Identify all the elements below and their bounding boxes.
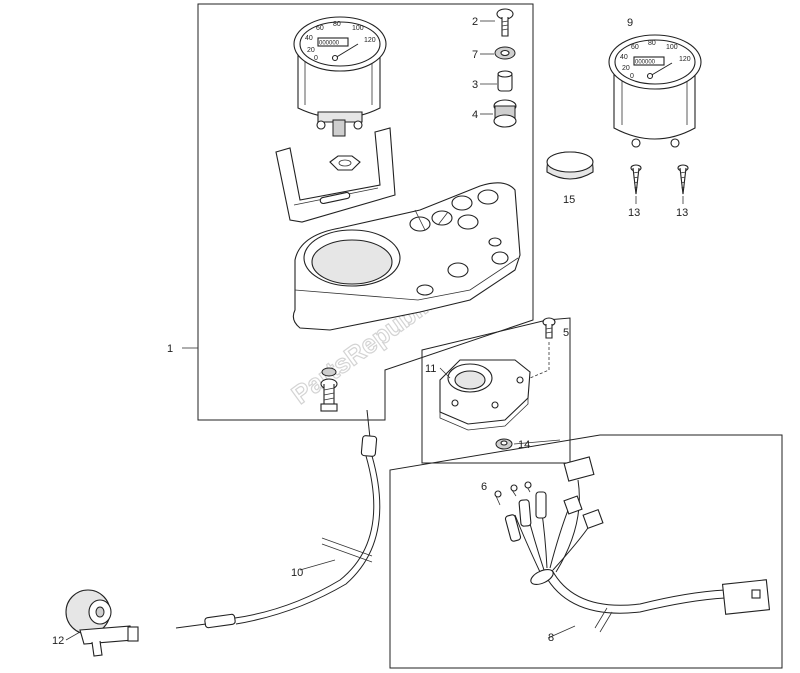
leader-lines: [65, 20, 684, 641]
odometer-right: 000000: [635, 60, 656, 66]
speedometer-gauge-left: 000000 40 60 80 100 120 20 0: [293, 16, 387, 137]
scale-left-40: 40: [305, 35, 313, 42]
callout-4: 4: [472, 109, 478, 121]
speedometer-cable-10: [175, 409, 381, 629]
group-frame-11: [421, 317, 571, 464]
callout-11: 11: [425, 363, 436, 375]
callout-9: 9: [627, 17, 633, 29]
scale-left-80: 80: [333, 21, 341, 28]
callout-15: 15: [563, 194, 575, 206]
callout-13-a: 13: [628, 207, 640, 219]
screw-5: [529, 317, 556, 379]
scale-left-100: 100: [352, 25, 364, 32]
scale-right-80: 80: [648, 40, 656, 47]
group-frame-8: [389, 434, 783, 669]
scale-right-100: 100: [666, 44, 678, 51]
callout-12: 12: [52, 635, 64, 647]
callout-10: 10: [291, 567, 303, 579]
scale-right-60: 60: [631, 44, 639, 51]
spacer-3: [497, 70, 513, 92]
scale-right-40: 40: [620, 54, 628, 61]
scale-left-60: 60: [316, 25, 324, 32]
callout-2: 2: [472, 16, 478, 28]
gauge-bracket: [275, 127, 396, 223]
callout-14: 14: [518, 439, 530, 451]
screw-13-a: [630, 164, 642, 195]
scale-right-0: 0: [630, 73, 634, 80]
callout-3: 3: [472, 79, 478, 91]
scale-right-120: 120: [679, 56, 691, 63]
grommet-7: [494, 46, 516, 60]
callout-6: 6: [481, 481, 487, 493]
nut-14: [495, 438, 513, 450]
screw-2: [496, 8, 514, 37]
speedometer-gauge-right: 000000 40 60 80 100 120 20 0: [608, 34, 702, 148]
callout-13-b: 13: [676, 207, 688, 219]
scale-left-0: 0: [314, 55, 318, 62]
rubber-bush-4: [493, 99, 517, 128]
bottom-bolt: [320, 367, 338, 412]
odometer-left: 000000: [319, 41, 340, 47]
callout-5: 5: [563, 327, 569, 339]
callout-7: 7: [472, 49, 478, 61]
scale-left-20: 20: [307, 47, 315, 54]
mount-bracket-11: [439, 359, 531, 431]
speedometer-drive-12: [65, 589, 139, 657]
screw-13-b: [677, 164, 689, 195]
callout-1: 1: [167, 343, 173, 355]
group-frame-1: [197, 3, 534, 421]
scale-right-20: 20: [622, 65, 630, 72]
cap-15: [546, 151, 594, 180]
wiring-harness-8: [494, 456, 771, 633]
gauge-nut: [329, 155, 361, 171]
scale-left-120: 120: [364, 37, 376, 44]
instrument-housing: [292, 182, 521, 331]
callout-8: 8: [548, 632, 554, 644]
